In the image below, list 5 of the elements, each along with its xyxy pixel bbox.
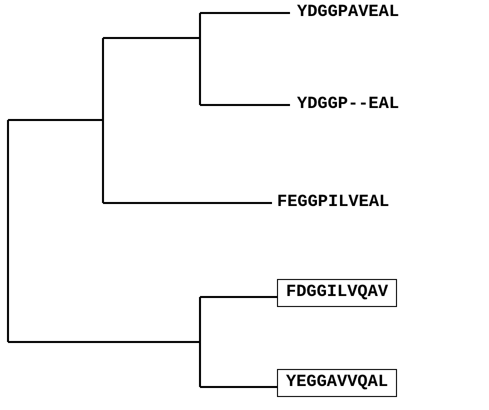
sequence-label: YDGGP--EAL (297, 95, 400, 115)
sequence-label: YDGGPAVEAL (297, 3, 400, 23)
sequence-box: FDGGILVQAV (277, 279, 398, 307)
sequence-box: YEGGAVVQAL (277, 369, 398, 397)
sequence-label: FEGGPILVEAL (277, 193, 390, 213)
